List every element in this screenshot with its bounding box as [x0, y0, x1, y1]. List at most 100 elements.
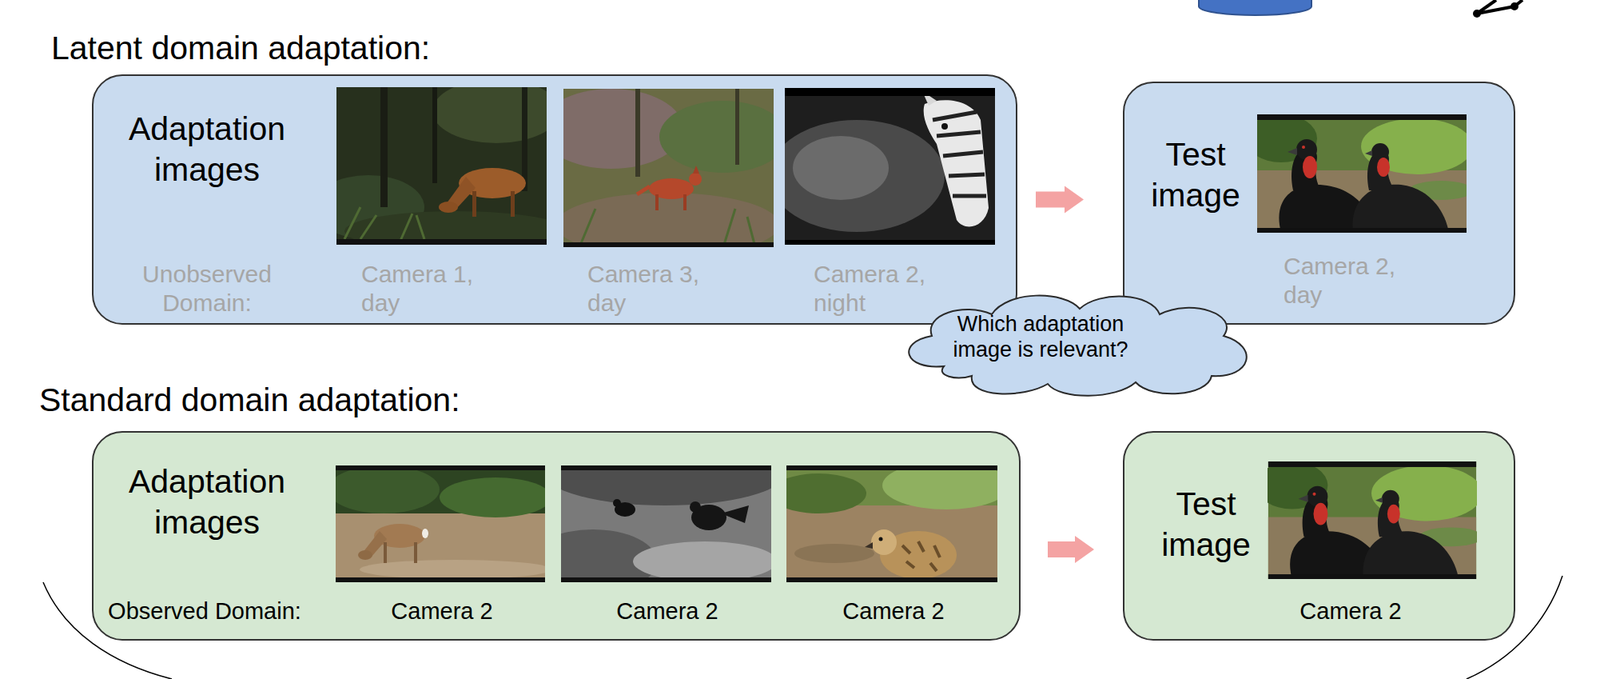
illustration-part: [413, 541, 418, 563]
illustration-part: [336, 238, 547, 245]
illustration-part: [335, 577, 546, 582]
illustration-part: [612, 498, 621, 507]
text-slot: Camera 2, night: [813, 259, 942, 318]
illustration-part: [923, 99, 989, 227]
illustration-part: [439, 477, 552, 518]
illustration-part: [735, 88, 740, 165]
illustration-part: [344, 210, 569, 251]
camera-label: Camera 2: [587, 597, 748, 625]
illustration-part: [432, 79, 561, 144]
illustration-part: [555, 192, 780, 257]
camera-label: Camera 2: [362, 597, 522, 625]
network-icon: [1472, 0, 1523, 18]
illustration-part: [312, 175, 425, 239]
illustration-part: [327, 465, 440, 514]
illustration-part: [784, 87, 996, 245]
illustration-part: [932, 111, 987, 196]
camera-label: Camera 3, day: [587, 259, 716, 318]
illustration-part: [510, 191, 515, 217]
illustration-part: [362, 530, 387, 558]
illustration-part: [458, 167, 526, 199]
illustration-part: [432, 87, 438, 184]
grey-birds-photo: [529, 441, 785, 594]
block-arrow: [1047, 535, 1095, 563]
text-slot: Unobserved Domain:: [131, 259, 283, 318]
test-panel: Test imageCamera 2, day: [1122, 81, 1516, 325]
zebra-photo: [768, 87, 996, 245]
deer-photo: [327, 465, 552, 582]
illustration-part: [521, 87, 528, 192]
camera-label: Camera 2, day: [1283, 251, 1412, 310]
test-photo: [1256, 461, 1483, 579]
camera-label: Camera 1, day: [361, 259, 490, 318]
domain-panel: Adaptation imagesUnobserved Domain: Camer…: [91, 74, 1018, 325]
text-slot: Adaptation images: [123, 108, 291, 192]
text-slot: Camera 1, day: [361, 259, 490, 318]
illustration-part: [614, 501, 636, 517]
illustration-part: [768, 119, 945, 232]
panel-title: Adaptation images: [123, 461, 291, 544]
section-heading: Standard domain adaptation:: [39, 380, 461, 420]
illustration-part: [472, 191, 477, 217]
illustration-part: [655, 194, 659, 211]
illustration-part: [659, 100, 788, 173]
illustration-part: [446, 176, 476, 209]
illustration-part: [688, 172, 702, 186]
text-slot: Camera 2: [1270, 597, 1431, 625]
illustration-part: [380, 87, 388, 207]
illustration-part: [1510, 2, 1519, 11]
illustration-part: [792, 135, 889, 200]
illustration-part: [545, 441, 785, 506]
text-slot: Camera 2: [362, 597, 522, 625]
thought-cloud: Which adaptation image is relevant?: [887, 286, 1256, 400]
illustration-part: [335, 465, 546, 582]
illustration-part: [689, 501, 701, 513]
illustration-part: [438, 201, 458, 213]
illustration-part: [794, 543, 875, 563]
illustration-part: [579, 208, 756, 247]
illustration-part: [882, 461, 1011, 510]
database-cylinder: [1198, 0, 1312, 16]
text-slot: Test image: [1146, 483, 1266, 566]
illustration-part: [335, 465, 546, 470]
block-arrow: [1035, 186, 1084, 214]
illustration-part: [692, 165, 700, 174]
domain-label: Observed Domain:: [99, 597, 310, 625]
panel-title: Test image: [1146, 483, 1266, 566]
illustration-part: [383, 541, 387, 563]
camera-label: Camera 2: [1270, 597, 1431, 625]
illustration-part: [1476, 0, 1497, 14]
illustration-part: [683, 194, 687, 211]
illustration-part: [336, 87, 547, 245]
illustration-part: [561, 577, 772, 582]
illustration-part: [879, 537, 884, 542]
illustration-part: [358, 549, 373, 560]
illustration-part: [786, 465, 998, 582]
illustration-part: [786, 577, 998, 582]
illustration-part: [563, 242, 774, 247]
illustration-part: [561, 465, 772, 470]
illustration-part: [902, 541, 940, 571]
illustration-part: [922, 91, 937, 106]
text-slot: Standard domain adaptation:: [39, 380, 461, 420]
section-heading: Latent domain adaptation:: [51, 28, 430, 68]
test-panel: Test imageCamera 2: [1122, 430, 1516, 641]
illustration-part: [784, 239, 996, 245]
illustration-part: [786, 465, 998, 506]
illustration-part: [335, 465, 546, 514]
illustration-part: [770, 473, 867, 514]
illustration-part: [691, 504, 727, 530]
text-slot: Observed Domain:: [99, 597, 310, 625]
camera-label: Camera 2: [813, 597, 974, 625]
illustration-part: [1472, 9, 1481, 18]
illustration-part: [1245, 114, 1473, 233]
text-slot: Adaptation images: [123, 461, 291, 544]
text-slot: Camera 3, day: [587, 259, 716, 318]
illustration-part: [786, 465, 998, 470]
test-photo: [1245, 114, 1473, 233]
illustration-part: [529, 529, 657, 594]
text-slot: Which adaptation image is relevant?: [940, 310, 1141, 363]
illustration-part: [879, 530, 957, 579]
